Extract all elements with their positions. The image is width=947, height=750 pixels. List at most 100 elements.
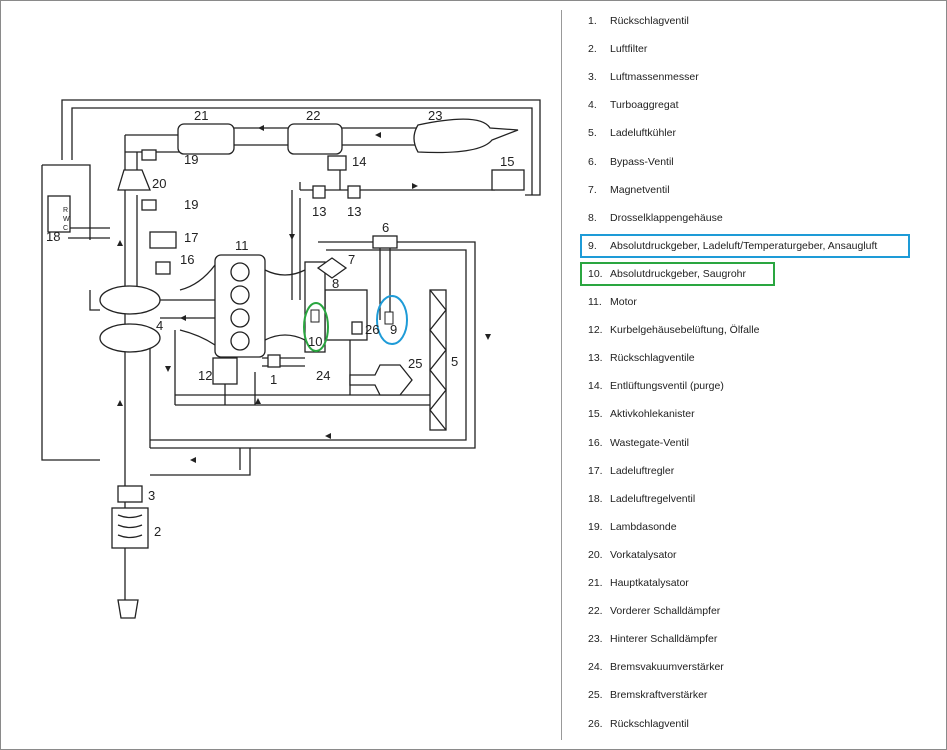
oil-separator-12	[212, 357, 238, 385]
label-13a: 13	[312, 204, 326, 219]
legend-item: 2.Luftfilter	[580, 38, 920, 60]
legend-item: 17. Ladeluftregler	[580, 460, 920, 482]
legend-number: 9.	[588, 239, 597, 252]
label-5: 5	[451, 354, 458, 369]
label-10: 10	[308, 334, 322, 349]
legend-item: 13.Rückschlagventile	[580, 347, 920, 369]
legend-text: Hauptkatalysator	[610, 577, 689, 589]
legend-item: 20.Vorkatalysator	[580, 544, 920, 566]
label-17: 17	[184, 230, 198, 245]
valve-18-letter-c: C	[63, 225, 68, 232]
legend-text: Absolutdruckgeber, Ladeluft/Temperaturge…	[610, 239, 878, 252]
legend-number: 7.	[588, 183, 597, 196]
legend-number: 17.	[588, 464, 603, 477]
legend-item: 22. Vorderer Schalldämpfer	[580, 600, 920, 622]
legend-item: 11. Motor	[580, 291, 920, 313]
label-13b: 13	[347, 204, 361, 219]
legend-item: 16.Wastegate-Ventil	[580, 432, 920, 454]
legend-text: Bypass-Ventil	[610, 155, 674, 168]
boost-regulator-17	[149, 231, 177, 249]
main-catalyst-21	[177, 123, 235, 155]
mass-airflow-sensor-3	[117, 485, 143, 503]
legend-text: Turboaggregat	[610, 99, 679, 112]
label-18: 18	[46, 229, 60, 244]
legend-item: 19.Lambdasonde	[580, 516, 920, 538]
legend-item: 1.Rückschlagventil	[580, 10, 920, 32]
label-4: 4	[156, 318, 163, 333]
legend-number: 24.	[588, 661, 603, 674]
legend-number: 11.	[588, 296, 602, 308]
legend-item: 4. Turboaggregat	[580, 94, 920, 116]
purge-valve-14	[327, 155, 347, 171]
label-23: 23	[428, 108, 442, 123]
legend-text: Rückschlagventile	[610, 352, 695, 365]
legend-item: 8. Drosselklappengehäuse	[580, 207, 920, 229]
legend-item: 6.Bypass-Ventil	[580, 151, 920, 173]
label-9: 9	[390, 322, 397, 337]
boost-control-valve-18	[47, 195, 71, 233]
valve-18-letter-w: W	[63, 216, 70, 223]
label-16: 16	[180, 252, 194, 267]
legend-text: Hinterer Schalldämpfer	[610, 633, 718, 646]
legend-text: Kurbelgehäusebelüftung, Ölfalle	[610, 324, 760, 337]
lambda-probe-19a	[141, 149, 157, 161]
label-26: 26	[365, 322, 379, 337]
legend-item: 24.Bremsvakuumverstärker	[580, 656, 920, 678]
legend-number: 22.	[588, 605, 603, 618]
legend-item: 14. Entlüftungsventil (purge)	[580, 375, 920, 397]
label-11: 11	[235, 238, 249, 253]
label-24: 24	[316, 368, 330, 383]
legend-number: 12.	[588, 324, 603, 337]
highlight-box-10	[580, 262, 775, 286]
legend-text: Aktivkohlekanister	[610, 408, 695, 421]
turbo-compressor-4	[99, 285, 161, 315]
legend-number: 14.	[588, 380, 603, 393]
legend-number: 4.	[588, 99, 597, 112]
legend-text: Rückschlagventil	[610, 717, 689, 730]
check-valve-13a	[312, 185, 326, 199]
legend-text: Vorderer Schalldämpfer	[610, 605, 721, 618]
label-15: 15	[500, 154, 514, 169]
legend-text: Bremskraftverstärker	[610, 689, 708, 702]
label-6: 6	[382, 220, 389, 235]
label-12: 12	[198, 368, 212, 383]
legend-number: 8.	[588, 211, 597, 224]
legend-text: Entlüftungsventil (purge)	[610, 380, 724, 393]
legend-text: Luftfilter	[610, 43, 648, 56]
highlight-box-9	[580, 234, 910, 258]
label-2: 2	[154, 524, 161, 539]
front-muffler-22	[287, 123, 343, 155]
legend-item: 3. Luftmassenmesser	[580, 66, 920, 88]
label-14: 14	[352, 154, 366, 169]
legend-text: Luftmassenmesser	[610, 71, 699, 84]
legend-number: 5.	[588, 127, 597, 140]
pipes	[41, 99, 541, 600]
legend-text: Drosselklappengehäuse	[610, 211, 723, 224]
solenoid-valve-7	[316, 257, 348, 279]
legend-text: Motor	[610, 296, 637, 308]
legend-text: Ladeluftregler	[610, 464, 675, 477]
pre-catalyst-20	[117, 169, 151, 191]
air-intake-snorkel	[117, 599, 139, 619]
intake-manifold	[304, 261, 326, 353]
legend-item: 23.Hinterer Schalldämpfer	[580, 628, 920, 650]
label-21: 21	[194, 108, 208, 123]
label-7: 7	[348, 252, 355, 267]
column-divider	[561, 10, 562, 740]
brake-booster-25	[349, 364, 413, 396]
legend-text: Ladeluftregelventil	[610, 492, 696, 505]
legend-number: 18.	[588, 492, 603, 505]
legend-text: Wastegate-Ventil	[610, 436, 689, 449]
engine-11	[214, 254, 266, 358]
highlight-circle-10	[303, 302, 329, 352]
label-8: 8	[332, 276, 339, 291]
wastegate-16	[155, 261, 171, 275]
legend-item: 5.Ladeluftkühler	[580, 122, 920, 144]
legend-number: 19.	[588, 520, 603, 533]
legend-number: 3.	[588, 71, 597, 84]
legend-number: 15.	[588, 408, 603, 421]
map-sensor-10	[310, 309, 320, 323]
legend-text: Rückschlagventil	[610, 15, 689, 27]
label-19b: 19	[184, 197, 198, 212]
boost-temp-sensor-9	[384, 311, 394, 325]
